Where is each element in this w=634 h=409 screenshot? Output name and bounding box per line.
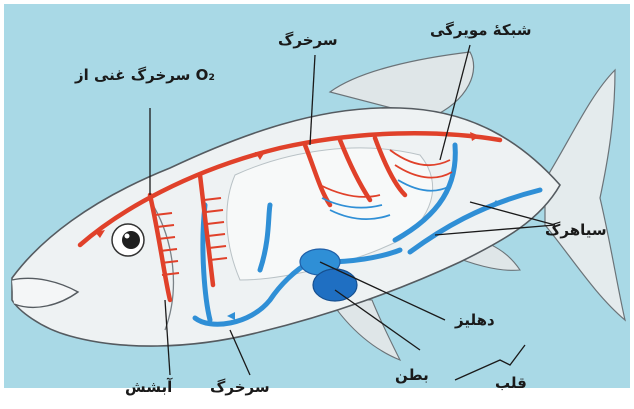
label-capillary-network: شبکهٔ مویرگی xyxy=(430,21,531,39)
label-gills: آبشش xyxy=(125,378,173,396)
label-artery-top: سرخرگ xyxy=(278,31,338,49)
label-vein: سیاهرگ xyxy=(545,221,607,239)
label-ventricle: بطن xyxy=(395,366,429,384)
heart-ventricle xyxy=(313,269,357,301)
label-artery-bottom: سرخرگ xyxy=(210,378,270,396)
label-atrium: دهلیز xyxy=(454,311,495,329)
label-o2-rich-artery: سرخرگ غنی از O₂ xyxy=(74,66,215,84)
label-heart: قلب xyxy=(495,374,527,392)
eye-pupil xyxy=(122,231,140,249)
eye-highlight xyxy=(125,234,130,239)
